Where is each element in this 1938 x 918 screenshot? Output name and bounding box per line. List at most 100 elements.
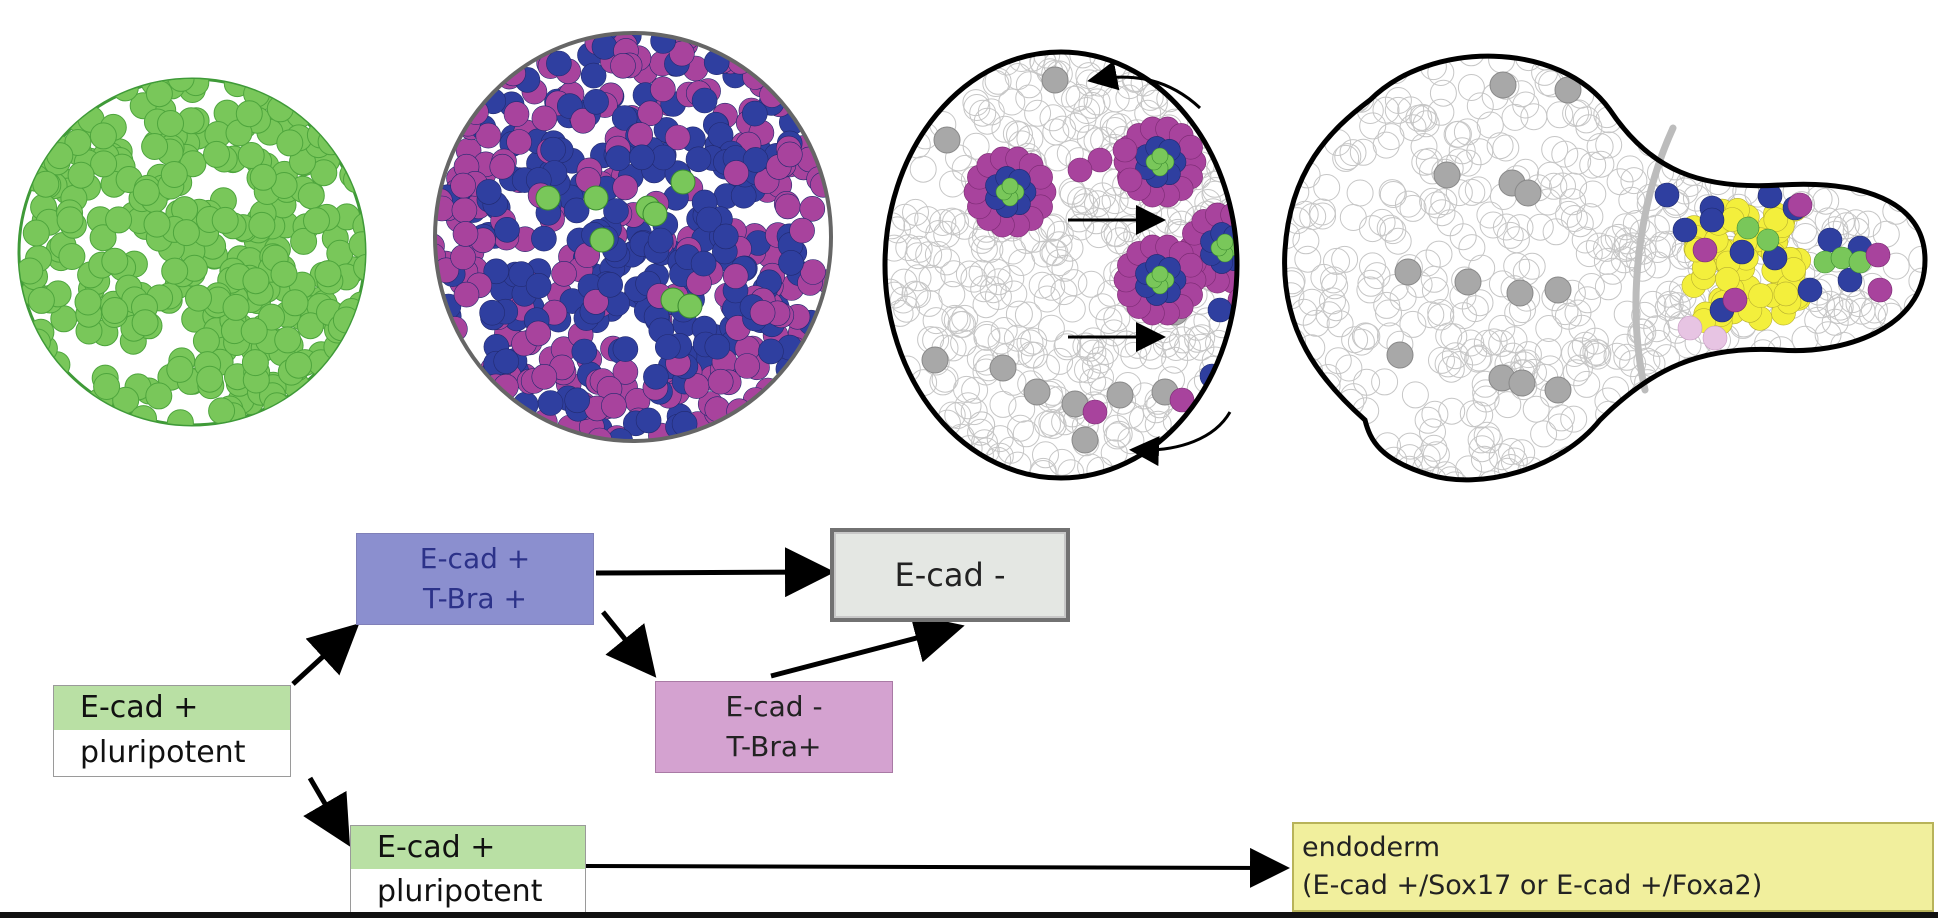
- outline-cell: [1363, 262, 1391, 290]
- green-cell: [27, 286, 55, 314]
- outline-cell: [1298, 288, 1326, 316]
- outline-cell: [1473, 421, 1501, 449]
- magenta-cell: [1692, 237, 1718, 263]
- green-cell: [248, 211, 276, 239]
- blue-cell: [483, 258, 510, 285]
- rotation-arrow-bottom: [1129, 411, 1232, 467]
- outline-cell: [1038, 273, 1066, 301]
- outline-cell: [885, 234, 908, 262]
- blue-cell: [564, 387, 591, 414]
- outline-cell: [1088, 293, 1116, 321]
- green-cell: [160, 161, 188, 188]
- outline-cell: [1619, 350, 1647, 378]
- outline-cell: [1057, 459, 1085, 478]
- outline-cell: [1085, 221, 1113, 249]
- green-cell: [157, 110, 184, 137]
- outline-cell: [1038, 409, 1066, 436]
- yellow-cell: [1763, 207, 1789, 232]
- outline-cell: [1578, 273, 1605, 300]
- outline-cell: [1571, 331, 1599, 359]
- magenta-cell: [1867, 277, 1893, 303]
- outline-cell: [1375, 299, 1402, 327]
- magenta-cell: [601, 392, 627, 419]
- green-cell: [242, 267, 270, 295]
- outline-cell: [1579, 151, 1607, 179]
- magenta-cell: [452, 221, 479, 247]
- outline-cell: [1854, 210, 1882, 238]
- outline-cell: [1015, 84, 1043, 112]
- blue-cell: [654, 334, 681, 360]
- outline-cell: [1438, 397, 1466, 425]
- magenta-cell: [664, 124, 691, 151]
- outline-cell: [1449, 223, 1477, 251]
- outline-cell: [983, 258, 1011, 286]
- outline-cell: [1562, 359, 1590, 387]
- magenta-cell: [506, 129, 532, 155]
- green-cell: [172, 219, 200, 247]
- outline-cell: [1359, 215, 1386, 243]
- outline-cell: [933, 220, 961, 248]
- box-ecad-neg-tbra-positive: E-cad - T-Bra+: [655, 681, 893, 773]
- outline-cell: [1429, 79, 1457, 107]
- outline-cell: [1399, 194, 1427, 222]
- outline-cell: [1612, 213, 1639, 241]
- outline-cell: [1554, 302, 1582, 330]
- gray-cell: [1041, 66, 1069, 94]
- green-cell: [1216, 233, 1234, 251]
- outline-cell: [1464, 176, 1492, 204]
- outline-cell: [1466, 289, 1494, 317]
- outline-cell: [1072, 332, 1100, 360]
- box-line-tbra: T-Bra+: [726, 730, 822, 763]
- outline-cell: [1373, 291, 1401, 319]
- outline-cell: [1467, 426, 1495, 454]
- outline-cell: [1466, 138, 1494, 166]
- magenta-cell: [612, 174, 639, 201]
- outline-cell: [1014, 301, 1042, 329]
- magenta-cell: [610, 53, 636, 79]
- outline-cell: [1441, 471, 1469, 480]
- gray-cell: [1544, 376, 1572, 404]
- outline-cell: [1535, 315, 1563, 342]
- gray-cell: [1023, 378, 1051, 406]
- green-cell: [22, 219, 50, 247]
- outline-cell: [950, 329, 978, 357]
- outline-cell: [1313, 174, 1341, 201]
- outline-cell: [1827, 208, 1855, 236]
- outline-cell: [1457, 329, 1485, 357]
- outline-cell: [963, 94, 991, 121]
- box-line-pluripotent: pluripotent: [54, 730, 290, 776]
- outline-cell: [1082, 352, 1109, 380]
- outline-cell: [1586, 133, 1614, 160]
- outline-cell: [1353, 323, 1381, 351]
- green-cell: [274, 326, 302, 354]
- outline-cell: [1319, 287, 1346, 315]
- faint-magenta-cell: [1677, 315, 1703, 341]
- outline-cell: [1069, 105, 1097, 133]
- outline-cell: [1464, 345, 1492, 373]
- outline-cell: [962, 132, 990, 160]
- magenta-cell: [475, 122, 502, 149]
- green-cell: [235, 100, 263, 128]
- magenta-cell: [503, 101, 530, 127]
- outline-cell: [1046, 220, 1074, 248]
- outline-cell: [1486, 132, 1514, 160]
- gray-cell: [1489, 71, 1517, 99]
- outline-cell: [1593, 247, 1621, 275]
- outline-cell: [1619, 232, 1646, 260]
- outline-cell: [1546, 413, 1574, 441]
- outline-cell: [1379, 181, 1407, 208]
- outline-cell: [1423, 191, 1451, 219]
- outline-cell: [1414, 406, 1442, 434]
- green-cell: [101, 247, 129, 275]
- outline-cell: [1351, 322, 1379, 350]
- outline-cell: [1077, 453, 1105, 478]
- outline-cell: [1066, 355, 1094, 383]
- outline-cell: [1016, 329, 1044, 357]
- magenta-cell: [1117, 167, 1143, 193]
- outline-cell: [1299, 203, 1327, 230]
- blue-cell: [685, 146, 712, 173]
- green-cell: [101, 297, 129, 324]
- outline-cell: [1599, 257, 1627, 285]
- outline-cell: [1140, 89, 1168, 117]
